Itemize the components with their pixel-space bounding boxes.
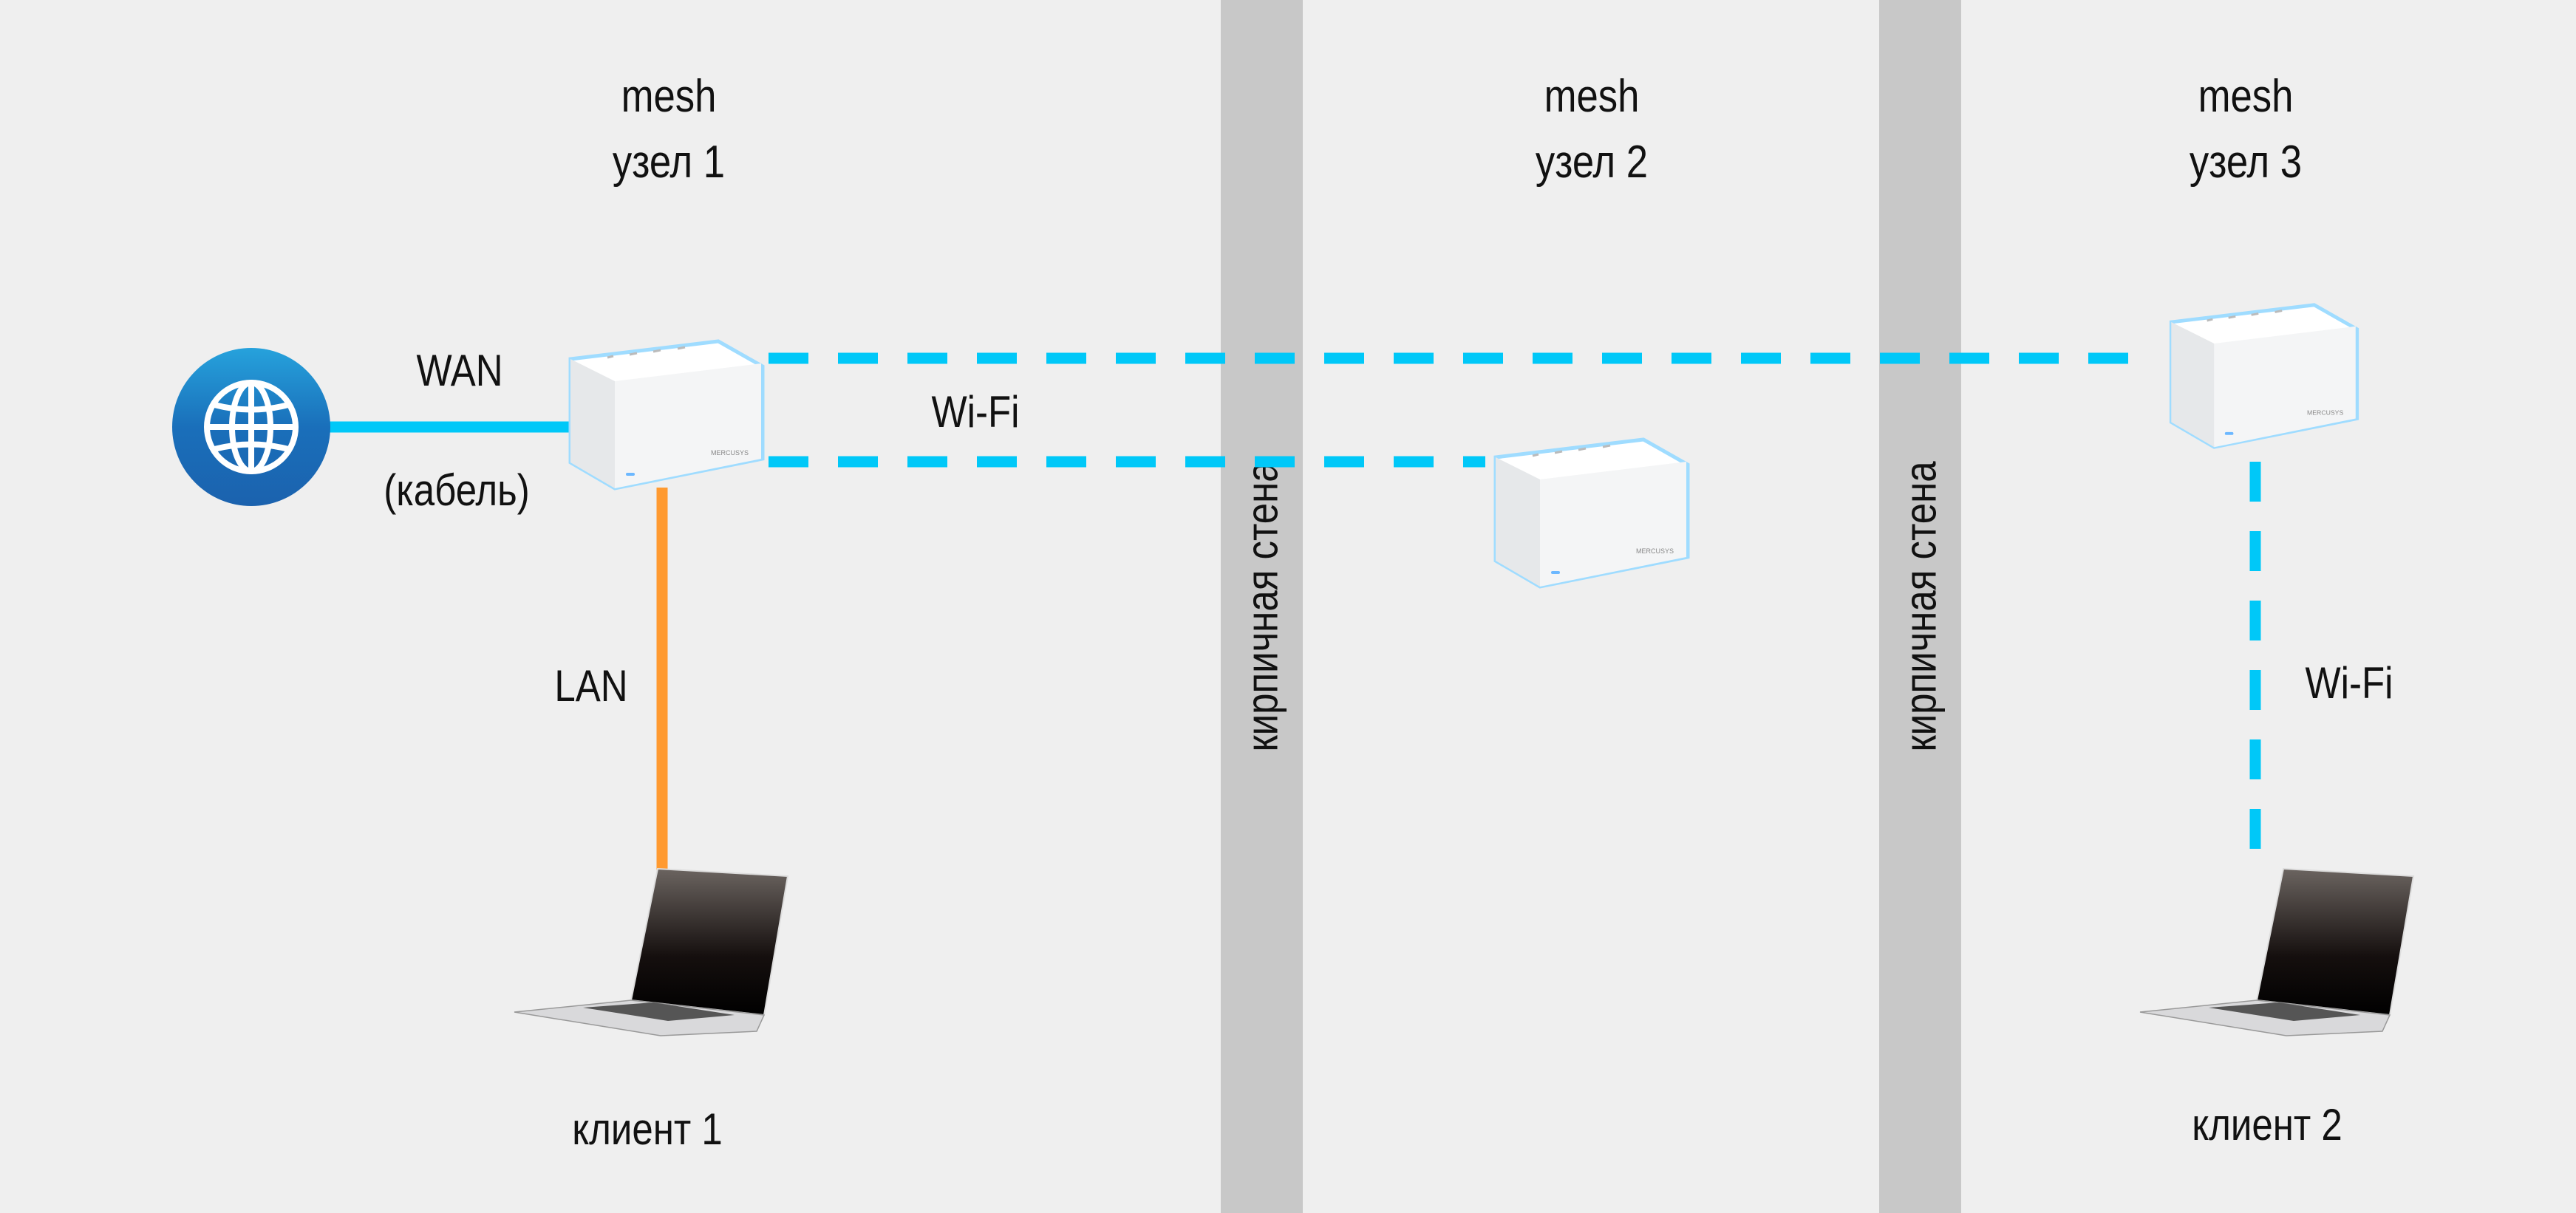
wifi-label-2: Wi-Fi: [2305, 658, 2393, 708]
wan-cable-label: (кабель): [384, 465, 530, 515]
wan-label: WAN: [416, 346, 503, 395]
brick-wall-2: кирпичная стена: [1879, 0, 1961, 1213]
router-brand: MERCUSYS: [2307, 409, 2343, 417]
node-title-line: mesh: [2198, 71, 2294, 122]
client-2-label: клиент 2: [2192, 1100, 2342, 1149]
mesh-router-1: MERCUSYS: [568, 339, 765, 491]
mesh-router-2: MERCUSYS: [1487, 435, 1697, 592]
brick-wall-1: кирпичная стена: [1221, 0, 1303, 1213]
laptop-client-2-icon: [2139, 868, 2414, 1036]
client-1-label: клиент 1: [572, 1104, 723, 1154]
node-title-line: узел 3: [2189, 137, 2303, 188]
internet-globe-icon: [172, 348, 330, 506]
node-1-title: mesh узел 1: [613, 64, 725, 195]
node-title-line: mesh: [621, 71, 717, 122]
router-brand: MERCUSYS: [1636, 547, 1674, 555]
laptop-client-1-icon: [514, 867, 789, 1036]
node-title-line: узел 1: [612, 137, 726, 188]
node-3-title: mesh узел 3: [2190, 64, 2302, 195]
router-brand: MERCUSYS: [711, 449, 749, 457]
mesh-router-3: MERCUSYS: [2157, 301, 2371, 452]
node-title-line: узел 2: [1535, 137, 1649, 188]
node-2-title: mesh узел 2: [1536, 64, 1648, 195]
node-title-line: mesh: [1544, 71, 1640, 122]
wifi-label-1: Wi-Fi: [931, 387, 1020, 437]
lan-label: LAN: [554, 661, 628, 711]
